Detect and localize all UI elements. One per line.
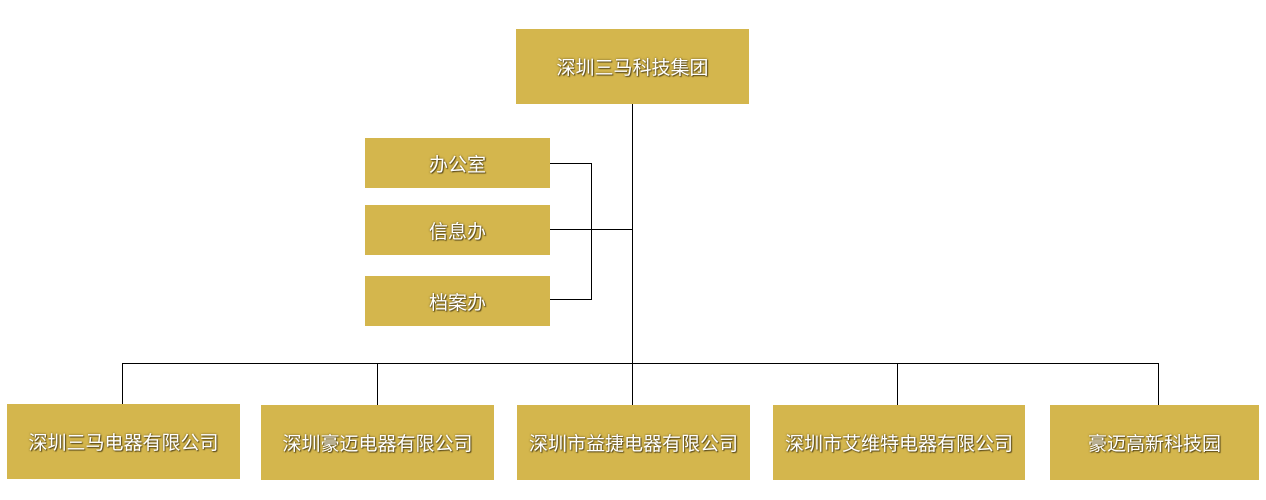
subsidiary-node-label: 豪迈高新科技园 (1087, 433, 1221, 455)
subsidiary-node-label: 深圳三马电器有限公司 (28, 432, 219, 454)
staff-node-information: 信息办 (365, 205, 550, 255)
subsidiary-drop-connector (1158, 363, 1159, 405)
staff-node-archives: 档案办 (365, 276, 550, 326)
subsidiary-node-haomai-tech-park: 豪迈高新科技园 (1050, 405, 1259, 480)
staff-node-label: 档案办 (428, 291, 486, 314)
staff-bracket-connector (591, 163, 592, 300)
subsidiary-node-aiweite-electric: 深圳市艾维特电器有限公司 (773, 405, 1025, 480)
subsidiary-node-label: 深圳豪迈电器有限公司 (282, 433, 473, 455)
subsidiary-drop-connector (122, 363, 123, 404)
subsidiary-drop-connector (897, 363, 898, 405)
subsidiary-node-label: 深圳市益捷电器有限公司 (528, 433, 738, 455)
subsidiary-drop-connector (377, 363, 378, 405)
subsidiary-node-label: 深圳市艾维特电器有限公司 (784, 433, 1013, 455)
staff-node-label: 信息办 (428, 220, 486, 243)
staff-connector-office (550, 163, 592, 164)
staff-node-label: 办公室 (428, 153, 486, 176)
subsidiary-drop-connector (632, 363, 633, 405)
root-node: 深圳三马科技集团 (516, 29, 749, 104)
subsidiary-bus-connector (122, 363, 1159, 364)
staff-connector-archives (550, 299, 592, 300)
root-node-label: 深圳三马科技集团 (556, 57, 709, 79)
subsidiary-node-yijie-electric: 深圳市益捷电器有限公司 (517, 405, 750, 480)
trunk-connector (632, 104, 633, 363)
staff-node-office: 办公室 (365, 138, 550, 188)
subsidiary-node-haomai-electric: 深圳豪迈电器有限公司 (261, 405, 494, 480)
subsidiary-node-sanma-electric: 深圳三马电器有限公司 (7, 404, 240, 479)
